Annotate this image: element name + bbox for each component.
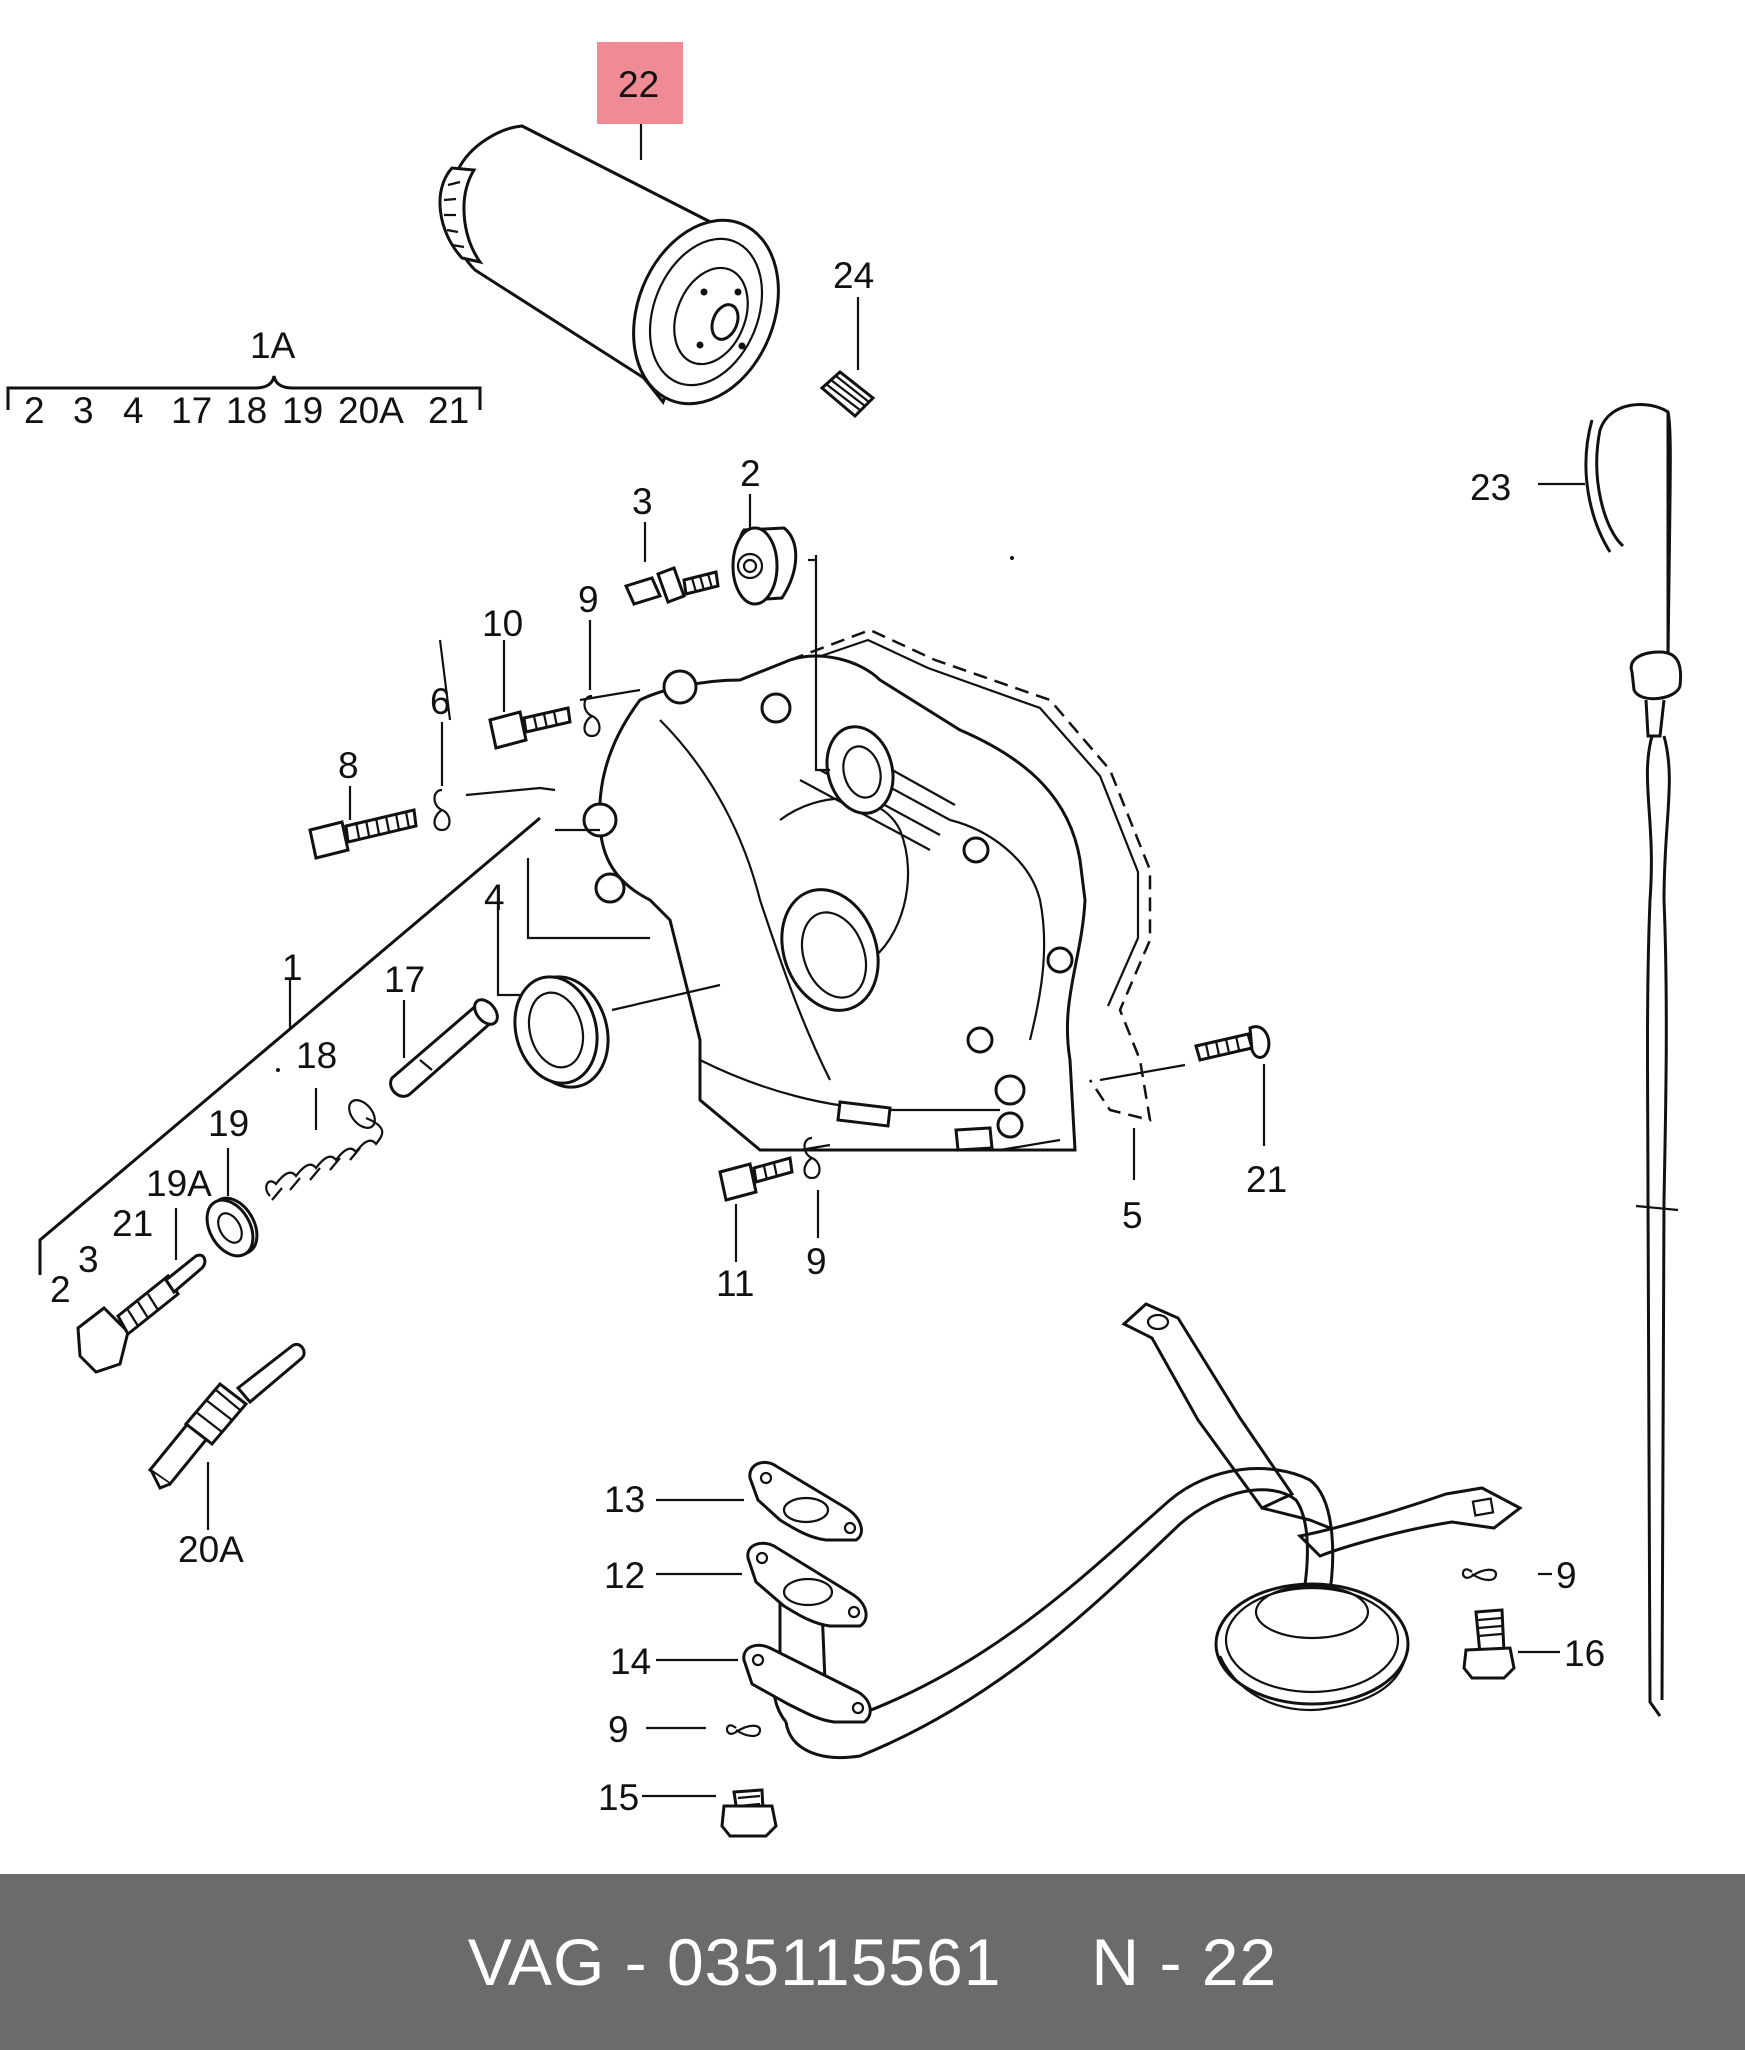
oil-seal-4[interactable] xyxy=(503,967,620,1097)
callout-16[interactable]: 16 xyxy=(1564,1633,1605,1674)
callout-9-right[interactable]: 9 xyxy=(1556,1555,1577,1596)
group-1a-member[interactable]: 17 xyxy=(171,390,212,431)
part-22-highlight[interactable] xyxy=(597,42,683,124)
callout-15[interactable]: 15 xyxy=(598,1777,639,1818)
part-1-bracket xyxy=(38,816,541,1275)
callout-14[interactable]: 14 xyxy=(610,1641,651,1682)
callout-23[interactable]: 23 xyxy=(1470,467,1511,508)
washer-9-middle[interactable] xyxy=(803,1136,821,1180)
separator: - xyxy=(624,1925,648,1999)
dipstick-23[interactable] xyxy=(1538,403,1683,1717)
callout-sub-2[interactable]: 2 xyxy=(50,1269,71,1310)
group-1a-member[interactable]: 19 xyxy=(282,390,323,431)
bolt-10[interactable] xyxy=(488,706,572,750)
callout-11[interactable]: 11 xyxy=(716,1263,754,1304)
callout-12[interactable]: 12 xyxy=(604,1555,645,1596)
callout-5[interactable]: 5 xyxy=(1122,1195,1143,1236)
group-1a-member[interactable]: 4 xyxy=(123,390,144,431)
callout-24[interactable]: 24 xyxy=(833,255,874,296)
callout-20a[interactable]: 20A xyxy=(178,1529,244,1570)
callout-13[interactable]: 13 xyxy=(604,1479,645,1520)
threaded-stud-24[interactable] xyxy=(819,297,876,419)
oil-pickup-pipe[interactable] xyxy=(772,1302,1523,1759)
spring-18[interactable] xyxy=(265,1095,384,1201)
sensor-20a[interactable] xyxy=(147,1343,306,1490)
bolt-11[interactable] xyxy=(718,1156,794,1202)
n-value: 22 xyxy=(1201,1925,1278,1999)
washer-6[interactable] xyxy=(433,788,451,832)
bolt-16[interactable] xyxy=(1462,1608,1516,1680)
part-number-footer: VAG - 035115561 N - 22 xyxy=(0,1874,1745,2050)
ring-19[interactable] xyxy=(198,1190,267,1264)
callout-8[interactable]: 8 xyxy=(338,745,359,786)
washer-9-upper[interactable] xyxy=(583,694,601,738)
group-1a-members: 2 3 4 17 18 19 20A 21 xyxy=(24,390,469,431)
callout-19[interactable]: 19 xyxy=(208,1103,249,1144)
callout-17[interactable]: 17 xyxy=(384,959,425,1000)
oil-pump-housing[interactable] xyxy=(582,628,1152,1152)
flange-12[interactable] xyxy=(746,1541,868,1628)
callout-6[interactable]: 6 xyxy=(430,681,451,722)
plug-3[interactable] xyxy=(623,566,720,606)
callout-18[interactable]: 18 xyxy=(296,1035,337,1076)
callout-10[interactable]: 10 xyxy=(482,603,523,644)
exploded-parts-diagram: 22 24 1A 2 3 4 17 18 19 20A 21 xyxy=(6,42,1683,1838)
group-1a-member[interactable]: 21 xyxy=(428,390,469,431)
n-label: N xyxy=(1091,1925,1141,1999)
callout-22[interactable]: 22 xyxy=(618,64,659,105)
piston-17[interactable] xyxy=(389,995,502,1098)
callout-9-lower-left[interactable]: 9 xyxy=(608,1709,629,1750)
washer-9-lower-left[interactable] xyxy=(725,1724,762,1738)
callout-9-middle[interactable]: 9 xyxy=(806,1241,827,1282)
cap-2[interactable] xyxy=(731,526,798,606)
group-1a-member[interactable]: 3 xyxy=(73,390,94,431)
group-1a-member[interactable]: 2 xyxy=(24,390,45,431)
part-number: 035115561 xyxy=(666,1925,1002,1999)
plug-19a[interactable] xyxy=(76,1253,207,1374)
callout-21[interactable]: 21 xyxy=(1246,1159,1287,1200)
brand-label: VAG xyxy=(467,1925,606,1999)
callout-9-upper[interactable]: 9 xyxy=(578,579,599,620)
oil-filter[interactable] xyxy=(438,124,805,426)
separator: - xyxy=(1159,1925,1183,1999)
group-1a-member[interactable]: 18 xyxy=(226,390,267,431)
bolt-8[interactable] xyxy=(308,808,418,860)
callout-4[interactable]: 4 xyxy=(484,877,505,918)
group-1a-label[interactable]: 1A xyxy=(250,325,296,366)
callout-sub-21[interactable]: 21 xyxy=(112,1203,153,1244)
screw-21[interactable] xyxy=(1194,1025,1271,1062)
callout-sub-3[interactable]: 3 xyxy=(78,1239,99,1280)
gasket-13[interactable] xyxy=(748,1461,863,1542)
group-1a-bracket xyxy=(6,375,482,410)
pipe-flange-14[interactable] xyxy=(742,1643,872,1724)
callout-19a[interactable]: 19A xyxy=(146,1163,212,1204)
washer-9-right[interactable] xyxy=(1461,1568,1498,1582)
callout-3[interactable]: 3 xyxy=(632,481,653,522)
group-1a-member[interactable]: 20A xyxy=(338,390,404,431)
bolt-15[interactable] xyxy=(720,1788,778,1838)
callout-2[interactable]: 2 xyxy=(740,453,761,494)
callout-1[interactable]: 1 xyxy=(282,947,303,988)
